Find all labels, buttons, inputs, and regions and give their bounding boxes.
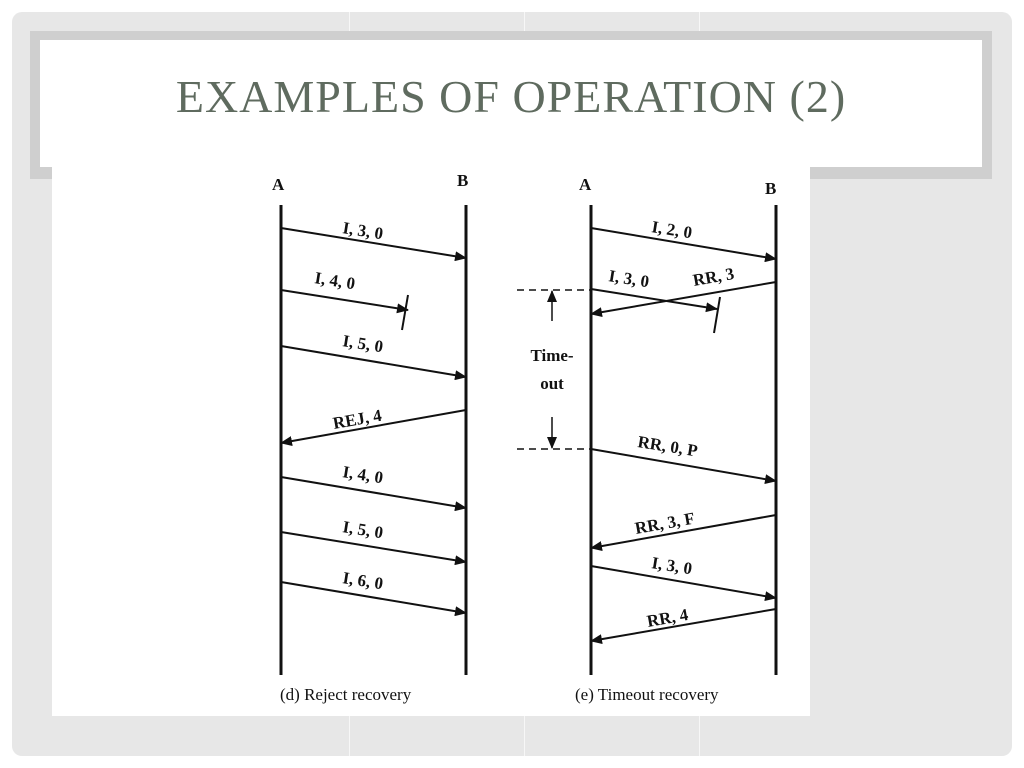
reject-frame-label: I, 5, 0: [341, 331, 384, 356]
reject-rej-arrow: [280, 409, 467, 446]
reject-frame-arrow: [280, 531, 467, 566]
timeout-frame-loss-marker: [713, 296, 721, 334]
reject-frame-label: I, 6, 0: [341, 568, 384, 593]
reject-frame-loss-marker: [401, 294, 409, 331]
hdlc-diagram: A B I, 3, 0 I, 4, 0 I, 5, 0 REJ, 4 I, 4,…: [52, 163, 810, 716]
reject-recovery-diagram: A B I, 3, 0 I, 4, 0 I, 5, 0 REJ, 4 I, 4,…: [272, 171, 468, 704]
timeout-rr-arrow: [590, 608, 777, 645]
timeout-rr-label: RR, 4: [645, 605, 690, 631]
reject-frame-arrow: [280, 476, 467, 512]
timeout-label-line2: out: [540, 374, 564, 393]
reject-station-a-label: A: [272, 175, 285, 194]
timeout-poll-arrow: [590, 448, 777, 485]
reject-lost-frame-arrow: [280, 289, 409, 314]
timeout-final-label: RR, 3, F: [633, 509, 696, 538]
timeout-frame-label: I, 3, 0: [607, 266, 650, 291]
reject-frame-arrow: [280, 345, 467, 381]
timeout-rr-arrow: [590, 281, 777, 318]
reject-frame-label: I, 4, 0: [313, 268, 356, 293]
sequence-diagrams: A B I, 3, 0 I, 4, 0 I, 5, 0 REJ, 4 I, 4,…: [272, 171, 778, 704]
timeout-frame-arrow: [590, 227, 777, 263]
timeout-recovery-caption: (e) Timeout recovery: [575, 685, 719, 704]
timeout-station-a-label: A: [579, 175, 592, 194]
reject-frame-label: I, 4, 0: [341, 462, 384, 487]
reject-frame-label: I, 5, 0: [341, 517, 384, 542]
reject-rej-label: REJ, 4: [331, 406, 383, 433]
timeout-recovery-diagram: A B I, 2, 0 I, 3, 0 RR, 3 Time- out RR, …: [517, 175, 778, 704]
reject-recovery-caption: (d) Reject recovery: [280, 685, 412, 704]
slide-title: EXAMPLES OF OPERATION (2): [175, 71, 847, 122]
timeout-frame-arrow: [590, 565, 777, 602]
timeout-poll-label: RR, 0, P: [636, 432, 699, 460]
reject-station-b-label: B: [457, 171, 468, 190]
reject-frame-arrow: [280, 227, 467, 262]
timeout-final-arrow: [590, 514, 777, 551]
timeout-lost-frame-arrow: [590, 288, 718, 313]
timeout-rr-label: RR, 3: [691, 264, 735, 290]
timeout-frame-label: I, 3, 0: [650, 553, 693, 578]
timeout-station-b-label: B: [765, 179, 776, 198]
reject-frame-arrow: [280, 581, 467, 617]
title-box: [40, 40, 982, 167]
timeout-label-line1: Time-: [530, 346, 573, 365]
